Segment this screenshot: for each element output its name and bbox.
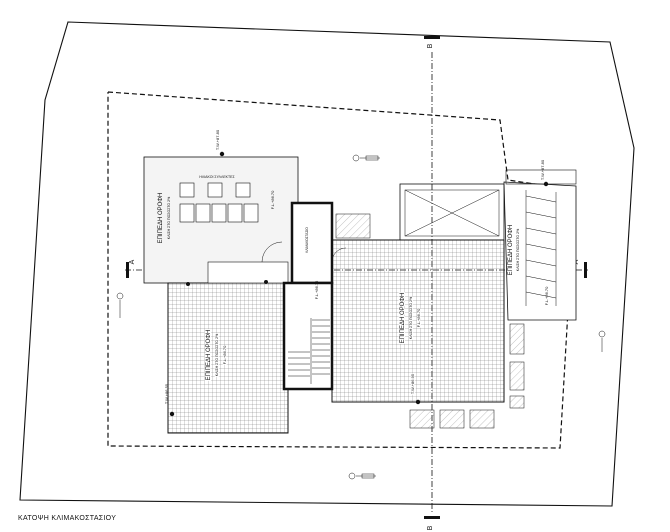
drawing-caption: ΚΑΤΟΨΗ ΚΛΙΜΑΚΟΣΤΑΣΙΟΥ [18, 515, 117, 522]
roof-center [331, 239, 505, 403]
south-planters [409, 409, 495, 429]
spot-level-icon [264, 280, 268, 284]
roof-sw-note: ΚΛΙΣΗ ΣΤΟ ΠΟΣΟΣΤΟ 2% [215, 334, 219, 376]
roof-nw-tw-level: T.W.+87.80 [215, 129, 220, 150]
roof-center-note: ΚΛΙΣΗ ΣΤΟ ΠΟΣΟΣΤΟ 2% [409, 297, 413, 339]
stair-well [282, 281, 334, 391]
section-b-label-bottom: B [427, 525, 434, 530]
stair-label: ΚΛΙΜΑΚΟΣΤΑΣΙΟ [305, 227, 309, 253]
section-b-marker-top [424, 36, 440, 39]
roof-center-tw-level: T.W.+86.95 [410, 373, 415, 394]
roof-sw-level: F.L.+86.70 [222, 345, 227, 365]
roof-east-tw-level: T.W.+87.80 [540, 159, 545, 180]
roof-sw-tw-level: T.W.+86.55 [164, 383, 169, 404]
east-planters [509, 323, 525, 409]
grid-bubble-icon [348, 472, 376, 480]
roof-nw-note: ΚΛΙΣΗ ΣΤΟ ΠΟΣΟΣΤΟ 2% [167, 197, 171, 239]
roof-nw-title: ΕΠΙΠΕΔΗ ΟΡΟΦΗ [158, 193, 164, 244]
section-b-marker-bottom [424, 516, 440, 519]
grid-bubble-icon [598, 330, 606, 352]
planter-nw [335, 213, 371, 239]
section-a-marker-left [126, 262, 129, 278]
roof-nw-panels-label: ΗΛΙΑΚΟΙ ΣΥΛΛΕΚΤΕΣ [199, 175, 235, 179]
roof-east-note: ΚΛΙΣΗ ΣΤΟ ΠΟΣΟΣΤΟ 2% [516, 229, 520, 271]
roof-nw-level: F.L.+86.70 [270, 190, 275, 210]
section-a-label-left: A [129, 259, 136, 264]
roof-east [503, 181, 577, 321]
grid-bubble-icon [352, 154, 380, 162]
roof-sw-title: ΕΠΙΠΕΔΗ ΟΡΟΦΗ [206, 330, 212, 381]
door-swing [261, 241, 283, 263]
spot-level-icon [219, 151, 225, 157]
section-a-label-right: A [573, 259, 580, 264]
roof-east-title: ΕΠΙΠΕΔΗ ΟΡΟΦΗ [508, 225, 514, 276]
east-roof-slats [525, 190, 557, 306]
spot-level-icon [186, 282, 190, 286]
site-boundary [19, 21, 635, 507]
stair-core [290, 201, 334, 285]
roof-east-level: F.L.+86.70 [544, 286, 549, 306]
roof-sw [167, 282, 289, 434]
section-b-label-top: B [427, 43, 434, 48]
void-north [399, 183, 505, 241]
spot-level-icon [169, 411, 175, 417]
section-a-marker-right [584, 262, 587, 278]
roof-center-level: F.L.+86.70 [416, 308, 421, 328]
stair-level: F.L.+86.75 [314, 280, 319, 300]
stair-treads [288, 318, 330, 384]
spot-level-icon [415, 399, 421, 405]
grid-bubble-icon [116, 292, 124, 318]
roof-center-title: ΕΠΙΠΕΔΗ ΟΡΟΦΗ [400, 293, 406, 344]
solar-panel-array [179, 182, 259, 223]
